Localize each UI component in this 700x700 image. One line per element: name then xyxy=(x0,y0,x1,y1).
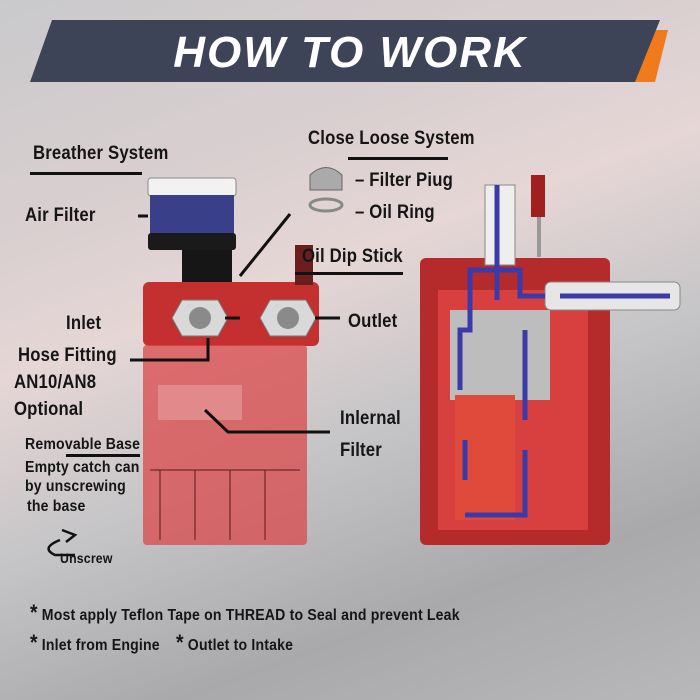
page-title: How To Work xyxy=(173,28,527,77)
label-internal-filter-2: Filter xyxy=(340,440,382,461)
leader-lines xyxy=(130,213,340,434)
note-inlet: * Inlet from Engine xyxy=(30,630,160,655)
label-base-desc-3: the base xyxy=(27,498,86,515)
label-oil-ring: – Oil Ring xyxy=(355,202,435,223)
label-base-desc-2: by unscrewing xyxy=(25,478,126,495)
label-air-filter: Air Filter xyxy=(25,205,96,226)
title-banner xyxy=(30,20,660,82)
label-outlet: Outlet xyxy=(348,311,398,332)
flow-arrows xyxy=(457,185,670,518)
label-inlet: Inlet xyxy=(66,313,102,334)
label-breather-system: Breather System xyxy=(33,143,169,164)
label-removable-base: Removable Base xyxy=(25,436,141,453)
catch-can-cutaway xyxy=(420,175,681,545)
note-teflon: * Most apply Teflon Tape on THREAD to Se… xyxy=(30,600,460,625)
unscrew-icon xyxy=(47,528,78,557)
air-filter-mesh xyxy=(150,195,234,235)
label-close-loose-system: Close Loose System xyxy=(308,128,475,149)
label-hose-fitting: Hose Fitting xyxy=(18,345,117,366)
label-hose-size: AN10/AN8 xyxy=(14,372,97,393)
label-oil-dip-stick: Oil Dip Stick xyxy=(302,246,403,267)
label-internal-filter: Inlernal xyxy=(340,408,401,429)
label-optional: Optional xyxy=(14,399,84,420)
catch-can-assembled xyxy=(143,167,344,545)
label-unscrew: Unscrew xyxy=(60,550,113,566)
label-base-desc-1: Empty catch can xyxy=(25,459,140,476)
label-filter-plug: – Filter Piug xyxy=(355,170,453,191)
note-outlet: * Outlet to Intake xyxy=(176,630,294,655)
